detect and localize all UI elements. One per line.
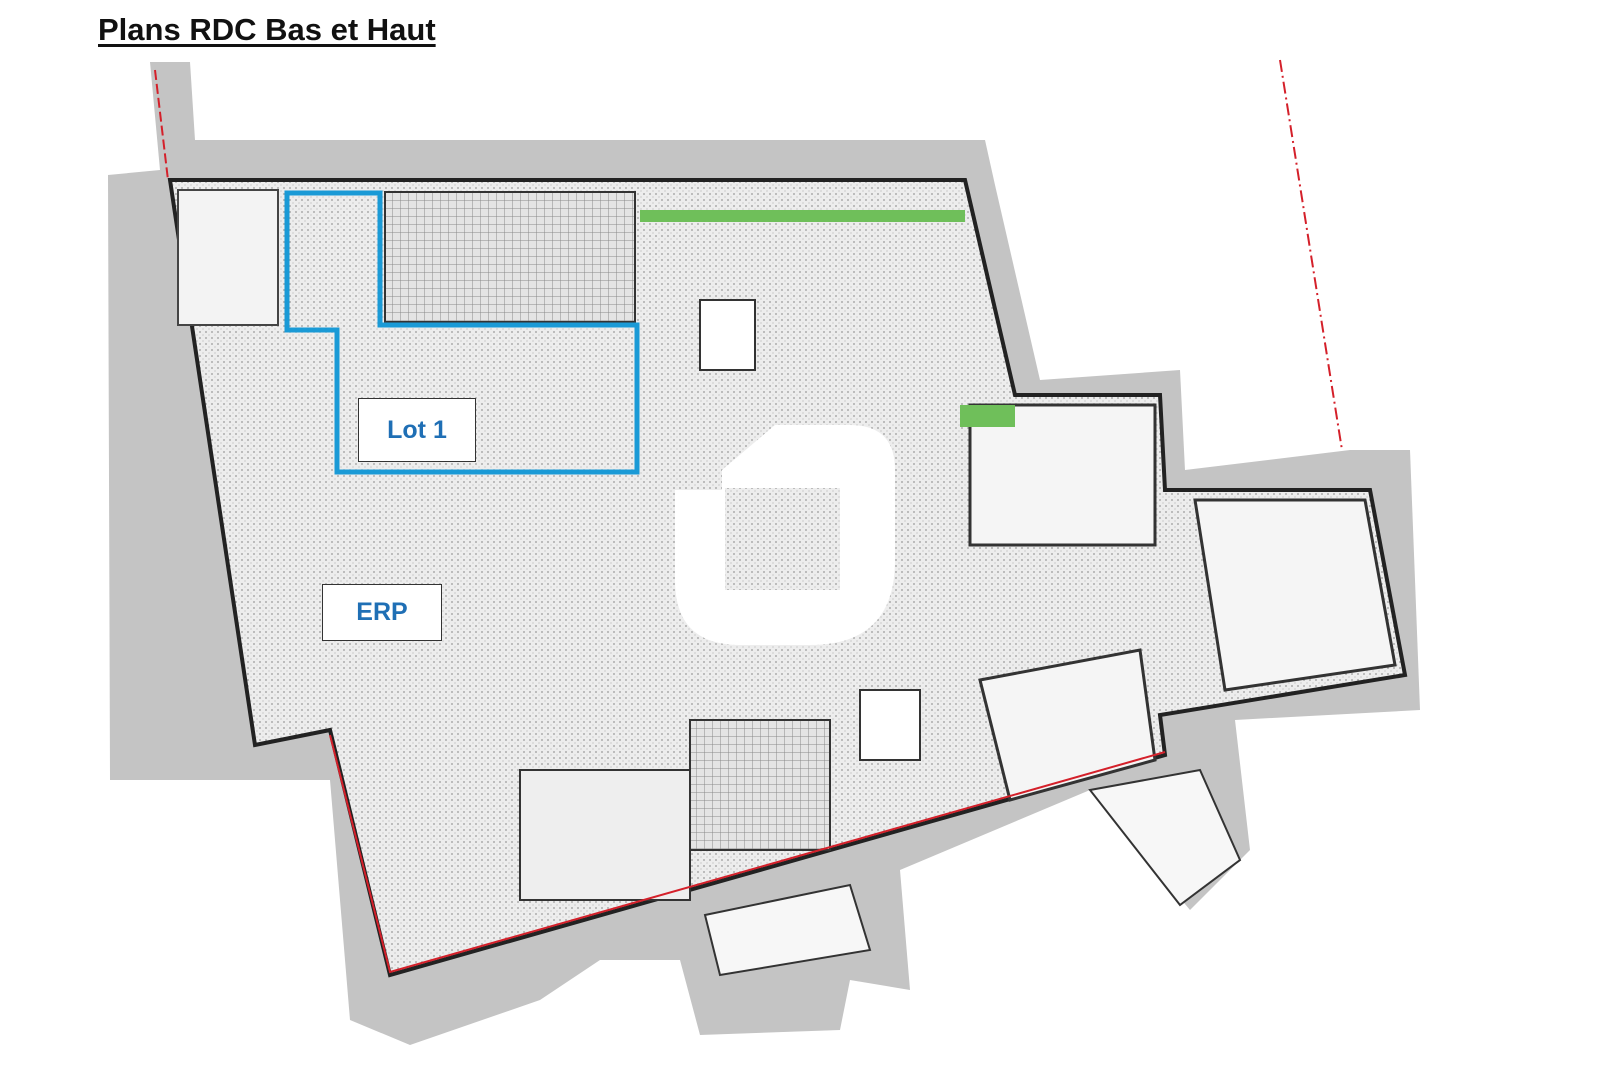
lot-1-outline — [284, 190, 640, 475]
property-boundary — [329, 734, 1166, 974]
stair — [699, 299, 756, 371]
page-title: Plans RDC Bas et Haut — [98, 12, 436, 47]
annex — [1088, 768, 1242, 907]
room — [978, 648, 1157, 802]
erp-label: ERP — [322, 584, 442, 641]
sanitary-block — [384, 191, 636, 323]
stair — [859, 689, 921, 761]
property-boundary — [1279, 59, 1343, 451]
stair-block — [689, 719, 831, 851]
room — [177, 189, 279, 326]
room — [968, 403, 1157, 547]
room — [1193, 498, 1397, 692]
lot-1-label: Lot 1 — [358, 398, 476, 462]
annex — [703, 883, 872, 977]
logo-watermark-inner — [725, 488, 840, 590]
property-boundary — [154, 69, 169, 181]
room — [519, 769, 691, 901]
planting-strip — [640, 210, 965, 222]
planting-strip — [960, 405, 1015, 427]
